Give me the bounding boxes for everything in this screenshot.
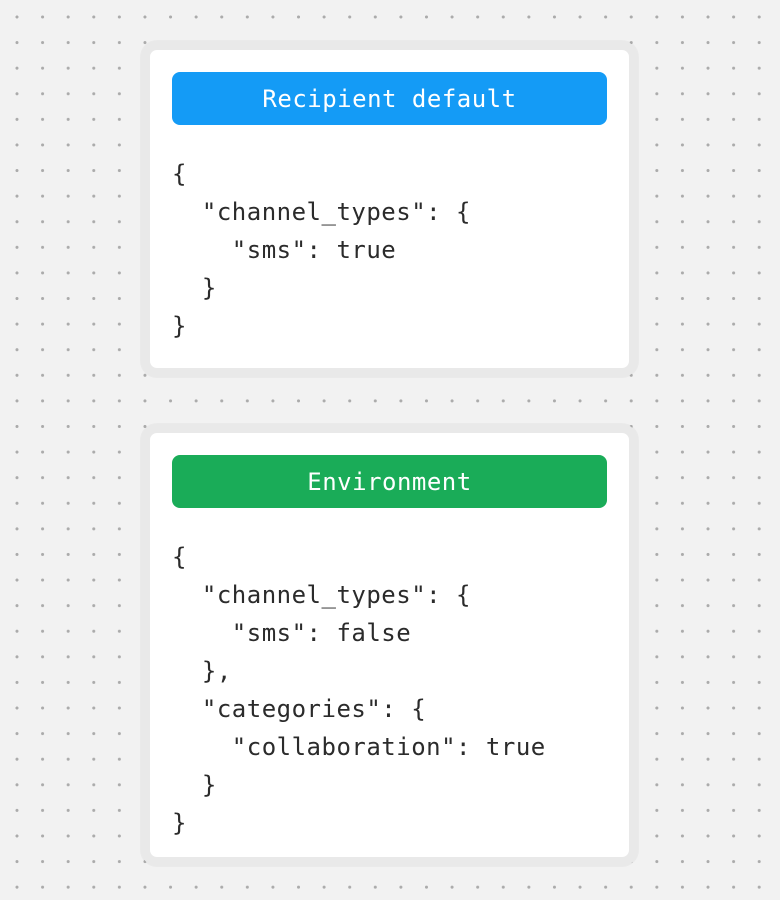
code-line: "channel_types": { bbox=[172, 581, 471, 609]
recipient-default-json-code: { "channel_types": { "sms": true } } bbox=[172, 155, 607, 345]
code-line: } bbox=[172, 274, 217, 302]
recipient-default-card: Recipient default { "channel_types": { "… bbox=[141, 41, 638, 377]
code-line: } bbox=[172, 771, 217, 799]
code-line: "categories": { bbox=[172, 695, 427, 723]
environment-card: Environment { "channel_types": { "sms": … bbox=[141, 424, 638, 866]
code-line: "sms": false bbox=[172, 619, 412, 647]
code-line: { bbox=[172, 543, 187, 571]
code-line: } bbox=[172, 809, 187, 837]
code-line: }, bbox=[172, 657, 232, 685]
recipient-default-badge: Recipient default bbox=[172, 72, 607, 125]
code-line: "sms": true bbox=[172, 236, 397, 264]
environment-badge: Environment bbox=[172, 455, 607, 508]
environment-json-code: { "channel_types": { "sms": false }, "ca… bbox=[172, 538, 607, 842]
code-line: } bbox=[172, 312, 187, 340]
code-line: "collaboration": true bbox=[172, 733, 546, 761]
code-line: "channel_types": { bbox=[172, 198, 471, 226]
code-line: { bbox=[172, 160, 187, 188]
